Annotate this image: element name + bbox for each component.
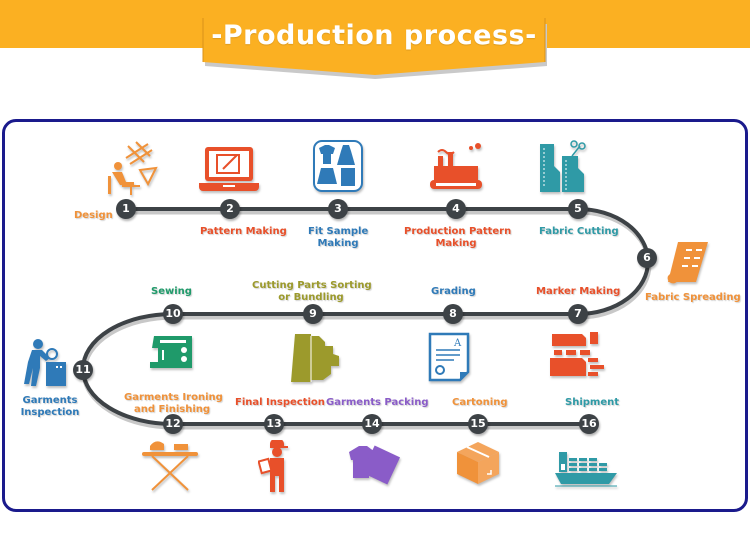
step-label-4: Production Pattern Making [404, 226, 512, 250]
svg-text:A: A [453, 338, 462, 349]
step-node-7: 7 [568, 304, 588, 324]
step-label-9-line1: Cutting Parts Sorting [252, 280, 372, 291]
step-node-10: 10 [163, 304, 183, 324]
laptop-pattern-icon [199, 147, 259, 191]
step-node-6: 6 [637, 248, 657, 268]
step-node-4: 4 [446, 199, 466, 219]
step-label-12: Garments Ironing and Finishing [124, 392, 223, 416]
worker-clipboard-icon [258, 440, 288, 492]
step-node-1: 1 [116, 199, 136, 219]
fabric-scissors-icon [540, 140, 586, 192]
marker-pieces-icon [550, 332, 604, 376]
page-title: -Production process- [211, 20, 537, 51]
factory-icon [430, 143, 482, 189]
designer-desk-icon [108, 141, 158, 195]
step-label-10: Sewing [151, 286, 192, 297]
garment-samples-icon [313, 140, 363, 192]
step-label-13: Final Inspection [235, 397, 325, 408]
step-label-5: Fabric Cutting [539, 226, 619, 237]
certificate-icon: A [428, 332, 470, 382]
step-node-14: 14 [362, 414, 382, 434]
process-frame [2, 119, 748, 512]
step-label-2: Pattern Making [200, 226, 287, 237]
sewing-machine-icon [150, 336, 192, 368]
step-node-12: 12 [163, 414, 183, 434]
step-label-14: Garments Packing [326, 397, 429, 408]
step-label-9: Cutting Parts Sorting or Bundling [252, 280, 372, 304]
cut-parts-icon [291, 334, 339, 382]
step-node-15: 15 [468, 414, 488, 434]
step-label-4-line1: Production Pattern [404, 226, 512, 237]
step-label-16: Shipment [565, 397, 620, 408]
step-label-15: Cartoning [452, 397, 508, 408]
step-node-5: 5 [568, 199, 588, 219]
step-label-11-line2: Inspection [20, 407, 80, 418]
step-label-7: Marker Making [536, 286, 621, 297]
step-label-3: Fit Sample Making [308, 226, 368, 250]
step-label-6: Fabric Spreading [645, 292, 741, 303]
step-node-8: 8 [443, 304, 463, 324]
step-node-9: 9 [303, 304, 323, 324]
packing-bag-icon [349, 445, 401, 485]
title-banner [202, 18, 547, 79]
step-label-9-line2: or Bundling [278, 292, 344, 303]
step-node-16: 16 [579, 414, 599, 434]
step-label-4-line2: Making [435, 238, 477, 249]
step-label-3-line2: Making [317, 238, 359, 249]
step-node-2: 2 [220, 199, 240, 219]
step-node-11: 11 [73, 360, 93, 380]
step-label-3-line1: Fit Sample [308, 226, 369, 237]
step-label-12-line1: Garments Ironing [124, 392, 223, 403]
step-label-12-line2: and Finishing [133, 404, 211, 415]
ironing-board-icon [142, 441, 198, 491]
carton-box-icon [457, 442, 499, 484]
step-node-3: 3 [328, 199, 348, 219]
inspector-icon [24, 339, 66, 386]
step-label-8: Grading [431, 286, 476, 297]
step-node-13: 13 [264, 414, 284, 434]
step-label-1: Design [74, 210, 113, 221]
step-label-11-line1: Garments [22, 395, 78, 406]
cargo-ship-icon [555, 452, 617, 487]
fabric-roll-icon [667, 242, 708, 284]
step-label-11: Garments Inspection [20, 395, 80, 419]
